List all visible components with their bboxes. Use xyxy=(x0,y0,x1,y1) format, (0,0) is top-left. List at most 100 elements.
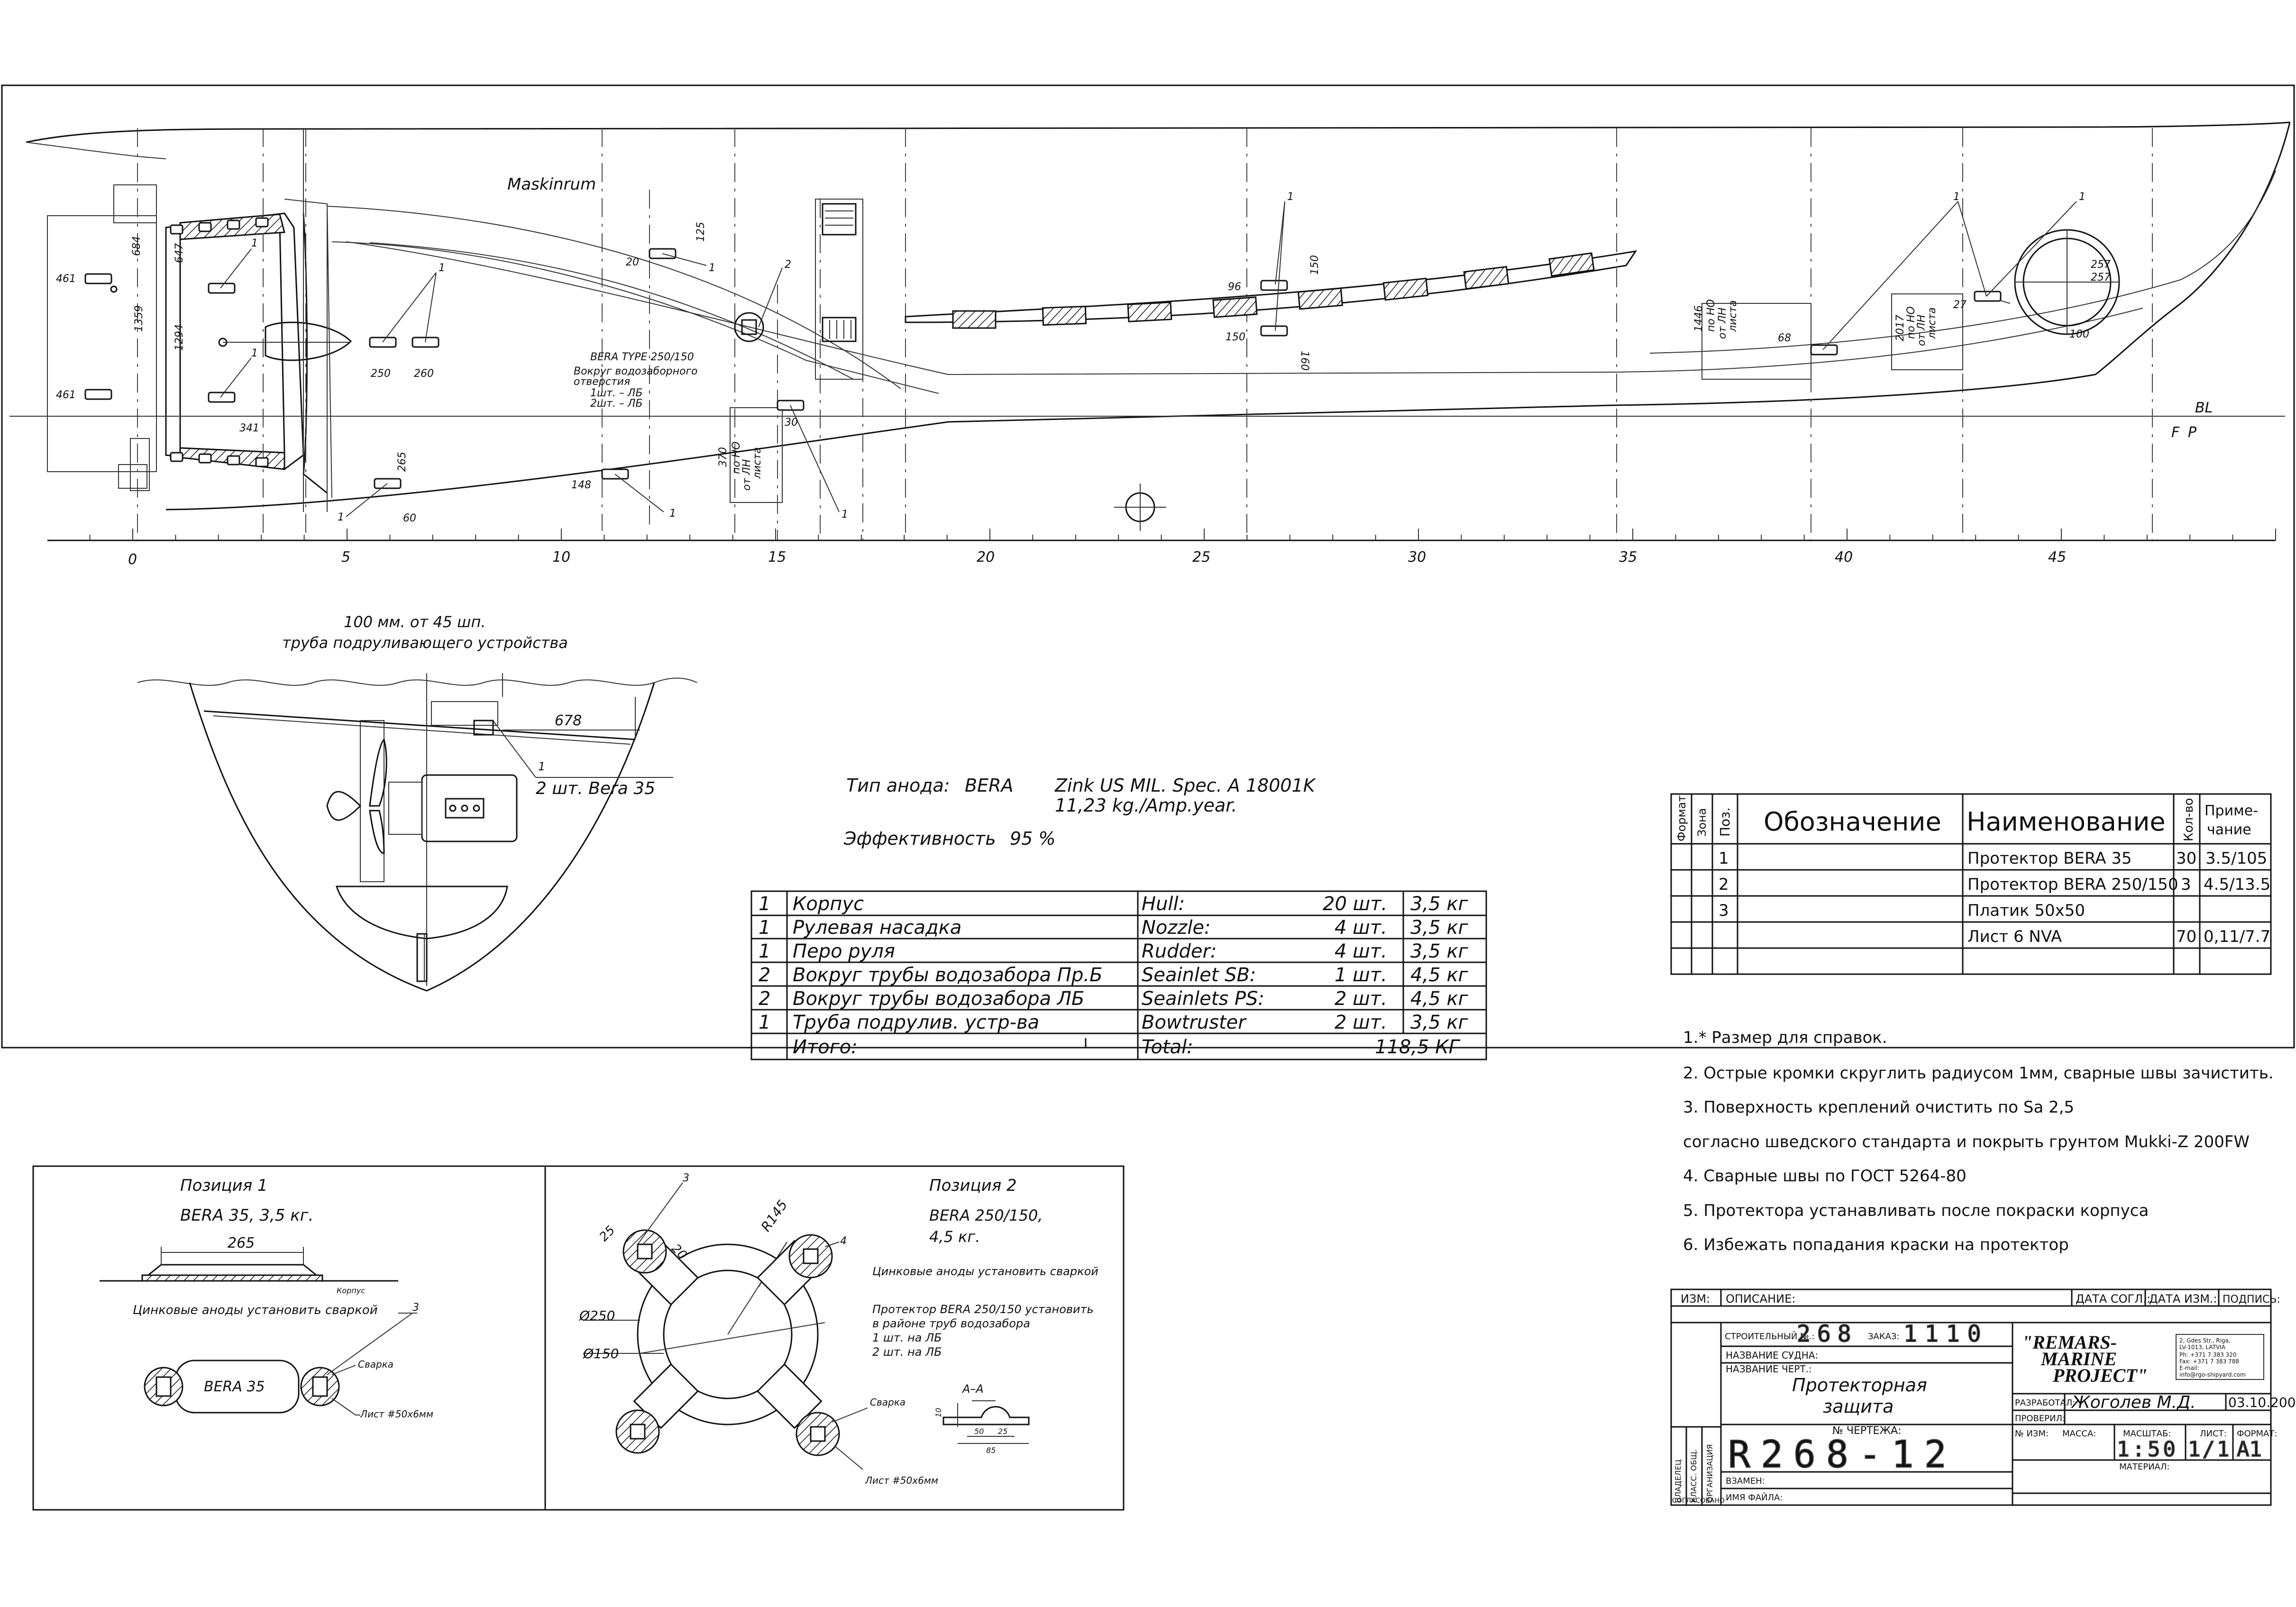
ship-name-label: НАЗВАНИЕ СУДНА: xyxy=(1726,1350,1818,1361)
drawing-date: 03.10.2007 xyxy=(2228,1395,2296,1410)
bow-thruster-section xyxy=(137,673,697,992)
replaces-label: ВЗАМЕН: xyxy=(1726,1476,1765,1486)
location-table: 1 Корпус Hull: 20 шт. 3,5 кг 1 Рулевая н… xyxy=(759,893,1468,1058)
frame-tick-label: 25 xyxy=(1192,549,1210,566)
position1-weld: Сварка xyxy=(358,1359,393,1370)
drawing-no-label: № ЧЕРТЕЖА: xyxy=(1832,1425,1902,1437)
qty-note: 2шт. – ЛБ xyxy=(590,398,643,410)
position2-prot-note: 2 шт. на ЛБ xyxy=(872,1345,942,1359)
bowthruster-title-2: труба подруливающего устройства xyxy=(282,634,568,652)
dim-label: 68 xyxy=(1778,332,1791,344)
position2-callout3: 3 xyxy=(683,1172,689,1184)
drawing-name-label: НАЗВАНИЕ ЧЕРТ.: xyxy=(1726,1363,1812,1375)
frame-tick-label: 20 xyxy=(977,549,995,566)
filename-label: ИМЯ ФАЙЛА: xyxy=(1726,1492,1783,1503)
location-pos: 1 xyxy=(759,893,770,915)
callout-number: 2 xyxy=(785,259,791,271)
frame-tick-label: 15 xyxy=(768,549,786,566)
company-address: Fax: +371 7 383 788 xyxy=(2179,1358,2239,1365)
dim-label: 647 xyxy=(174,243,185,263)
spec-qty: 70 xyxy=(2176,927,2196,946)
from-hd-note: по НО xyxy=(731,441,742,474)
from-hd-note: от ЛН xyxy=(1717,308,1729,339)
spec-note: 3.5/105 xyxy=(2205,849,2267,868)
location-mass: 4,5 кг xyxy=(1410,988,1468,1010)
rev-header: ОПИСАНИЕ: xyxy=(1726,1292,1795,1306)
dim-label: 125 xyxy=(695,222,707,242)
position-details-frame xyxy=(32,1165,1125,1511)
from-sheet-note: листа xyxy=(1727,300,1739,332)
from-hd-note: от ЛН xyxy=(1916,315,1928,346)
spec-pos: 3 xyxy=(1719,901,1729,920)
dim-label: 370 xyxy=(717,447,729,467)
callout-number: 1 xyxy=(1953,191,1960,203)
location-ru: Вокруг трубы водозабора ЛБ xyxy=(793,988,1084,1010)
location-pos: 1 xyxy=(759,917,770,939)
position2-d25: 25 xyxy=(597,1223,618,1244)
dim-label: 1446 xyxy=(1693,305,1705,332)
position1-weld-note: Цинковые аноды установить сваркой xyxy=(133,1303,378,1317)
dim-label: 27 xyxy=(1953,299,1967,311)
sheet-value: 1/1 xyxy=(2188,1437,2231,1461)
note-line: согласно шведского стандарта и покрыть г… xyxy=(1683,1132,2250,1151)
mass-label: МАССА: xyxy=(2062,1429,2096,1439)
dim-label: 148 xyxy=(571,479,591,491)
anode-brand: BERA xyxy=(965,775,1013,796)
location-mass: 3,5 кг xyxy=(1410,940,1468,962)
baseline-label: BL xyxy=(2195,400,2213,416)
perpendicular-label: P xyxy=(2188,424,2197,441)
rev-header: ДАТА СОГЛ.: xyxy=(2076,1292,2150,1306)
intake-note: Вокруг водозаборного xyxy=(574,365,698,377)
position2-s25: 25 xyxy=(998,1427,1007,1436)
position2-text: Позиция 2 BERA 250/150, 4,5 кг. Цинковые… xyxy=(579,1172,1098,1486)
position1-drawing xyxy=(100,1247,417,1415)
spec-vert-header: Формат xyxy=(1675,795,1688,841)
position2-callout4: 4 xyxy=(840,1235,847,1247)
location-ru: Перо руля xyxy=(793,940,895,962)
drawing-name-2: защита xyxy=(1823,1396,1894,1417)
from-hd-note: по НО xyxy=(1705,299,1717,332)
position1-hull: Корпус xyxy=(337,1286,365,1295)
deck-line xyxy=(26,121,2290,143)
dim-label: 20 xyxy=(626,256,639,268)
location-qty: 4 шт. xyxy=(1335,940,1387,962)
format-value: A1 xyxy=(2237,1437,2262,1461)
dim-label: 150 xyxy=(1309,255,1321,275)
position2-d150: Ø150 xyxy=(583,1346,619,1361)
spec-name: Протектор BERA 35 xyxy=(1967,849,2132,868)
spec-col-name: Наименование xyxy=(1967,807,2166,837)
frame-tick-label: 40 xyxy=(1835,549,1853,566)
side-label: ВЛАДЕЛЕЦ xyxy=(1674,1460,1683,1503)
location-mass: 3,5 кг xyxy=(1410,893,1468,915)
dim-label: 341 xyxy=(239,422,259,434)
dim-label: 150 xyxy=(1226,331,1245,343)
dim-label: 461 xyxy=(56,389,76,401)
position1-plate: Лист #50х6мм xyxy=(360,1408,433,1420)
note-line: 1.* Размер для справок. xyxy=(1683,1028,1887,1047)
location-en: Nozzle: xyxy=(1142,917,1211,939)
rev-header: ИЗМ: xyxy=(1681,1292,1710,1306)
position2-prot-note: Протектор BERA 250/150 установить xyxy=(872,1303,1094,1316)
position2-d250: Ø250 xyxy=(579,1308,615,1324)
builder-no-label: СТРОИТЕЛЬНЫЙ №.: xyxy=(1725,1331,1814,1342)
developed-label: РАЗРАБОТАЛ: xyxy=(2015,1398,2075,1408)
qty-note: 1шт. – ЛБ xyxy=(590,387,643,399)
from-sheet-note: листа xyxy=(751,447,763,479)
frame-tick-label: 45 xyxy=(2048,549,2066,566)
spec-name: Лист 6 NVA xyxy=(1967,927,2062,946)
bowthruster-note: 2 шт. Bera 35 xyxy=(536,779,655,798)
callout-number: 1 xyxy=(709,262,715,274)
location-qty: 2 шт. xyxy=(1335,1012,1387,1033)
dim-label: 2017 xyxy=(1894,315,1906,341)
frame-scale xyxy=(47,529,2276,541)
location-mass: 4,5 кг xyxy=(1410,964,1468,986)
location-pos: 1 xyxy=(759,940,770,962)
spec-col-note: чание xyxy=(2207,822,2251,838)
frame-tick-label: 35 xyxy=(1619,549,1637,566)
position1-dim: 265 xyxy=(228,1235,255,1251)
location-mass: 3,5 кг xyxy=(1410,917,1468,939)
bera-type-note: BERA TYPE 250/150 xyxy=(590,351,694,363)
callout-number: 1 xyxy=(2079,191,2086,203)
position1-title: Позиция 1 xyxy=(180,1176,268,1195)
